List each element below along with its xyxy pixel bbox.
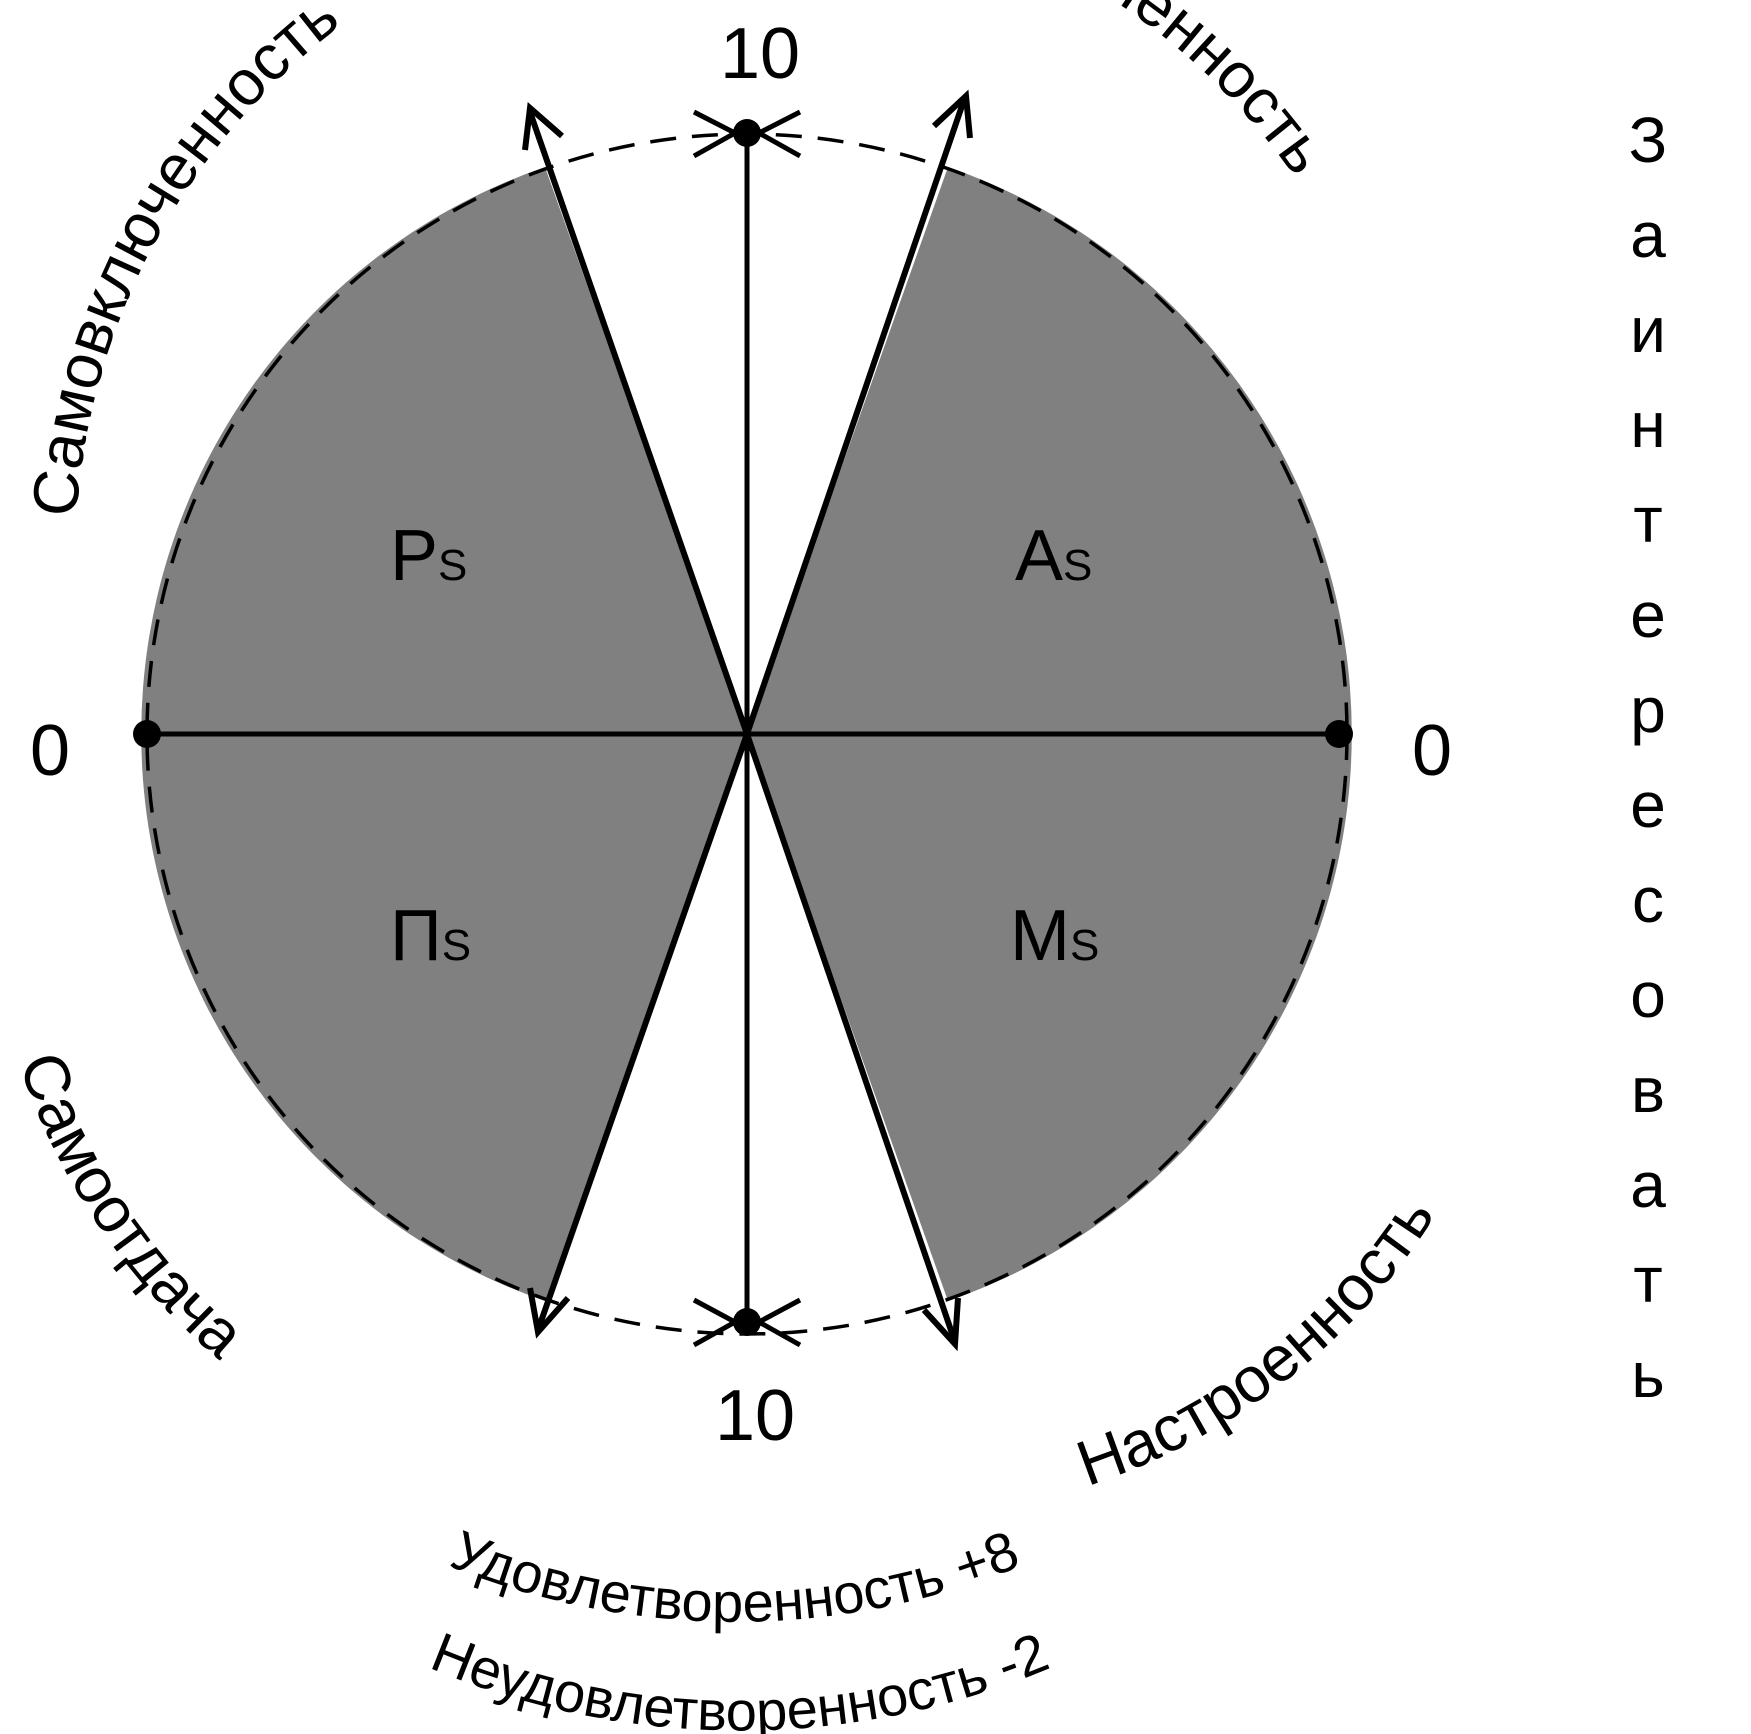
side-word-letter: е: [1630, 769, 1666, 841]
side-word-letter: ь: [1631, 1339, 1664, 1411]
side-word-letter: т: [1633, 484, 1662, 556]
side-word-letter: и: [1630, 294, 1666, 366]
scale-bottom-label: 10: [715, 1376, 795, 1456]
axis-lower-left-label: Самоотдача: [5, 1043, 258, 1371]
sector-lower-right-main: M: [1010, 896, 1070, 976]
side-word-letter: в: [1631, 1054, 1665, 1126]
scale-top-label: 10: [720, 14, 800, 94]
sector-label-upper-right: AS: [1015, 516, 1092, 596]
side-word-letter: о: [1630, 959, 1666, 1031]
arrow-lower-right: [744, 733, 961, 1352]
side-word-letter: а: [1630, 1149, 1666, 1221]
dot-bottom: [733, 1308, 761, 1336]
scale-left-label: 0: [30, 711, 70, 791]
axis-upper-right-label: Самововлеченность: [786, 0, 1343, 186]
arrow-lower-left: [527, 733, 750, 1339]
sector-upper-right-sub: S: [1063, 541, 1092, 590]
sector-upper-left-main: P: [390, 516, 438, 596]
bottom-line1-text: Удовлетворенность +8: [443, 1518, 1026, 1634]
scale-right-label: 0: [1412, 711, 1452, 791]
side-word-letter: е: [1630, 579, 1666, 651]
sector-label-lower-right: MS: [1010, 896, 1099, 976]
side-word-letter: р: [1630, 674, 1666, 746]
arrow-upper-left: [522, 101, 750, 735]
side-word-letter: н: [1630, 389, 1665, 461]
sector-label-upper-left: PS: [390, 516, 467, 596]
sector-lower-left-sub: S: [442, 921, 471, 970]
dot-left: [133, 720, 161, 748]
sector-upper-right-main: A: [1015, 516, 1063, 596]
side-word-letter: с: [1632, 864, 1664, 936]
side-word-letter: т: [1633, 1244, 1662, 1316]
axis-lower-right-label: Настроенность: [1068, 1183, 1448, 1500]
axis-lower-right-text: Настроенность: [1068, 1183, 1448, 1500]
side-word-letter: а: [1630, 199, 1666, 271]
side-word-letter: З: [1629, 104, 1668, 176]
dissatisfaction-label: Неудовлетворенность -2: [424, 1620, 1057, 1734]
sector-label-lower-left: ПS: [390, 896, 471, 976]
bottom-line2-text: Неудовлетворенность -2: [424, 1620, 1057, 1734]
arrow-upper-right: [744, 89, 973, 735]
sector-lower-left-main: П: [390, 896, 442, 976]
sector-upper-left-sub: S: [438, 541, 467, 590]
dot-right: [1325, 720, 1353, 748]
dot-top: [733, 119, 761, 147]
axis-upper-right-text: Самововлеченность: [786, 0, 1343, 186]
satisfaction-label: Удовлетворенность +8: [443, 1518, 1026, 1634]
axis-lower-left-text: Самоотдача: [5, 1043, 258, 1371]
sector-lower-right-sub: S: [1070, 921, 1099, 970]
